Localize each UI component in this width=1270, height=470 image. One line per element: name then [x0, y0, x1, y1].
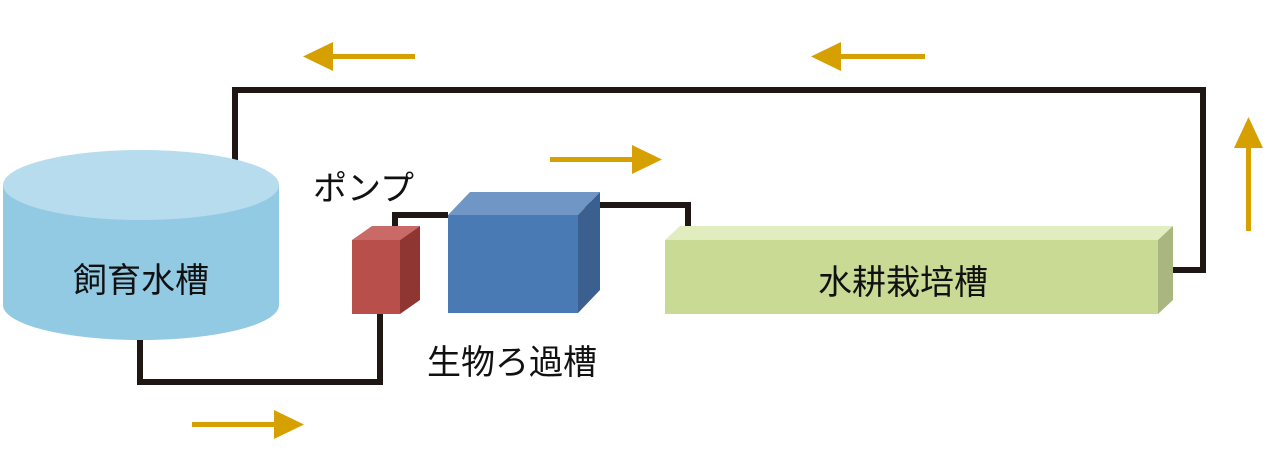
hydroponic-bed — [665, 226, 1173, 314]
hydroponic-bed-label: 水耕栽培槽 — [818, 263, 988, 303]
pump-top — [352, 226, 420, 240]
biofilter-side — [578, 192, 600, 313]
biofilter — [448, 192, 600, 313]
hydroponic-bed-side — [1158, 226, 1173, 314]
pipe-filter-to-bed — [580, 202, 691, 232]
arrow-right-bottom — [192, 410, 304, 439]
pump — [352, 226, 420, 314]
arrow-right-middle — [550, 145, 662, 174]
pump-side — [400, 226, 420, 314]
biofilter-front — [448, 215, 578, 313]
pump-front — [352, 240, 400, 314]
arrow-left-top-2 — [811, 42, 925, 71]
pipe-tank-to-pump — [137, 314, 383, 385]
fish-tank-top — [3, 150, 279, 220]
fish-tank-body — [3, 185, 279, 340]
fish-tank — [3, 150, 279, 340]
arrow-left-top-1 — [303, 42, 415, 71]
arrow-up-right — [1234, 117, 1263, 231]
hydroponic-bed-top — [665, 226, 1173, 240]
pump-label: ポンプ — [313, 169, 414, 209]
hydroponic-bed-front — [665, 240, 1158, 314]
flow-arrows — [192, 42, 1263, 439]
biofilter-label: 生物ろ過槽 — [427, 343, 597, 383]
fish-tank-label: 飼育水槽 — [73, 261, 209, 301]
pipe-return — [232, 87, 1206, 273]
biofilter-top — [448, 192, 600, 215]
